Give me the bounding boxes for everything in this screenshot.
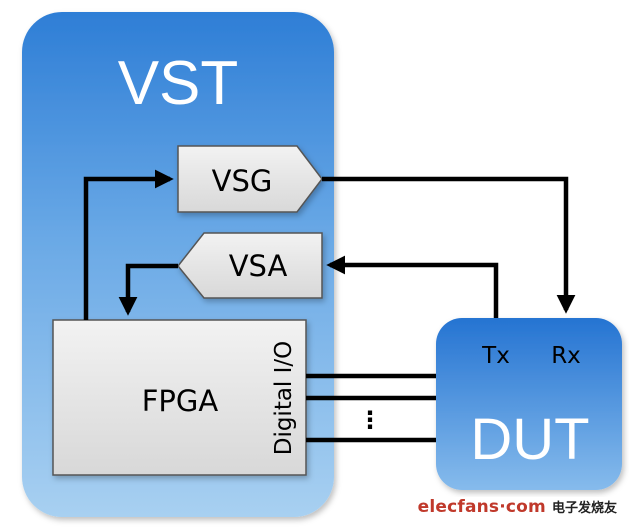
vsa-label: VSA [229,249,288,283]
vsa-block: VSA [177,232,323,299]
fpga-block: FPGA Digital I/O [52,319,307,476]
arrow-fpga-to-vsg [83,169,174,320]
watermark: elecfans·com 电子发烧友 [415,497,619,519]
digital-io-label: Digital I/O [271,341,297,456]
vsa-shape [177,232,323,299]
tx-label: Tx [481,343,510,369]
digital-io-lines [306,373,436,443]
dut-title: DUT [470,407,589,472]
arrow-vsg-to-dut-rx [322,176,576,314]
signal-arrows [83,169,576,320]
arrow-vsa-to-fpga [118,263,178,316]
arrow-dut-tx-to-vsa [326,255,499,318]
vst-title: VST [118,49,239,118]
fpga-shape [52,319,307,476]
vsg-block: VSG [177,145,323,213]
vsg-label: VSG [212,164,273,198]
dut-background [436,318,622,490]
dut-block: Tx Rx DUT [436,318,622,490]
rx-label: Rx [551,343,581,369]
elecfans-logo: elecfans·com [417,497,546,517]
vsg-shape [177,145,323,213]
fpga-label: FPGA [142,384,219,418]
site-name-cn: 电子发烧友 [551,501,617,516]
io-ellipsis: ⋮ [358,406,382,434]
